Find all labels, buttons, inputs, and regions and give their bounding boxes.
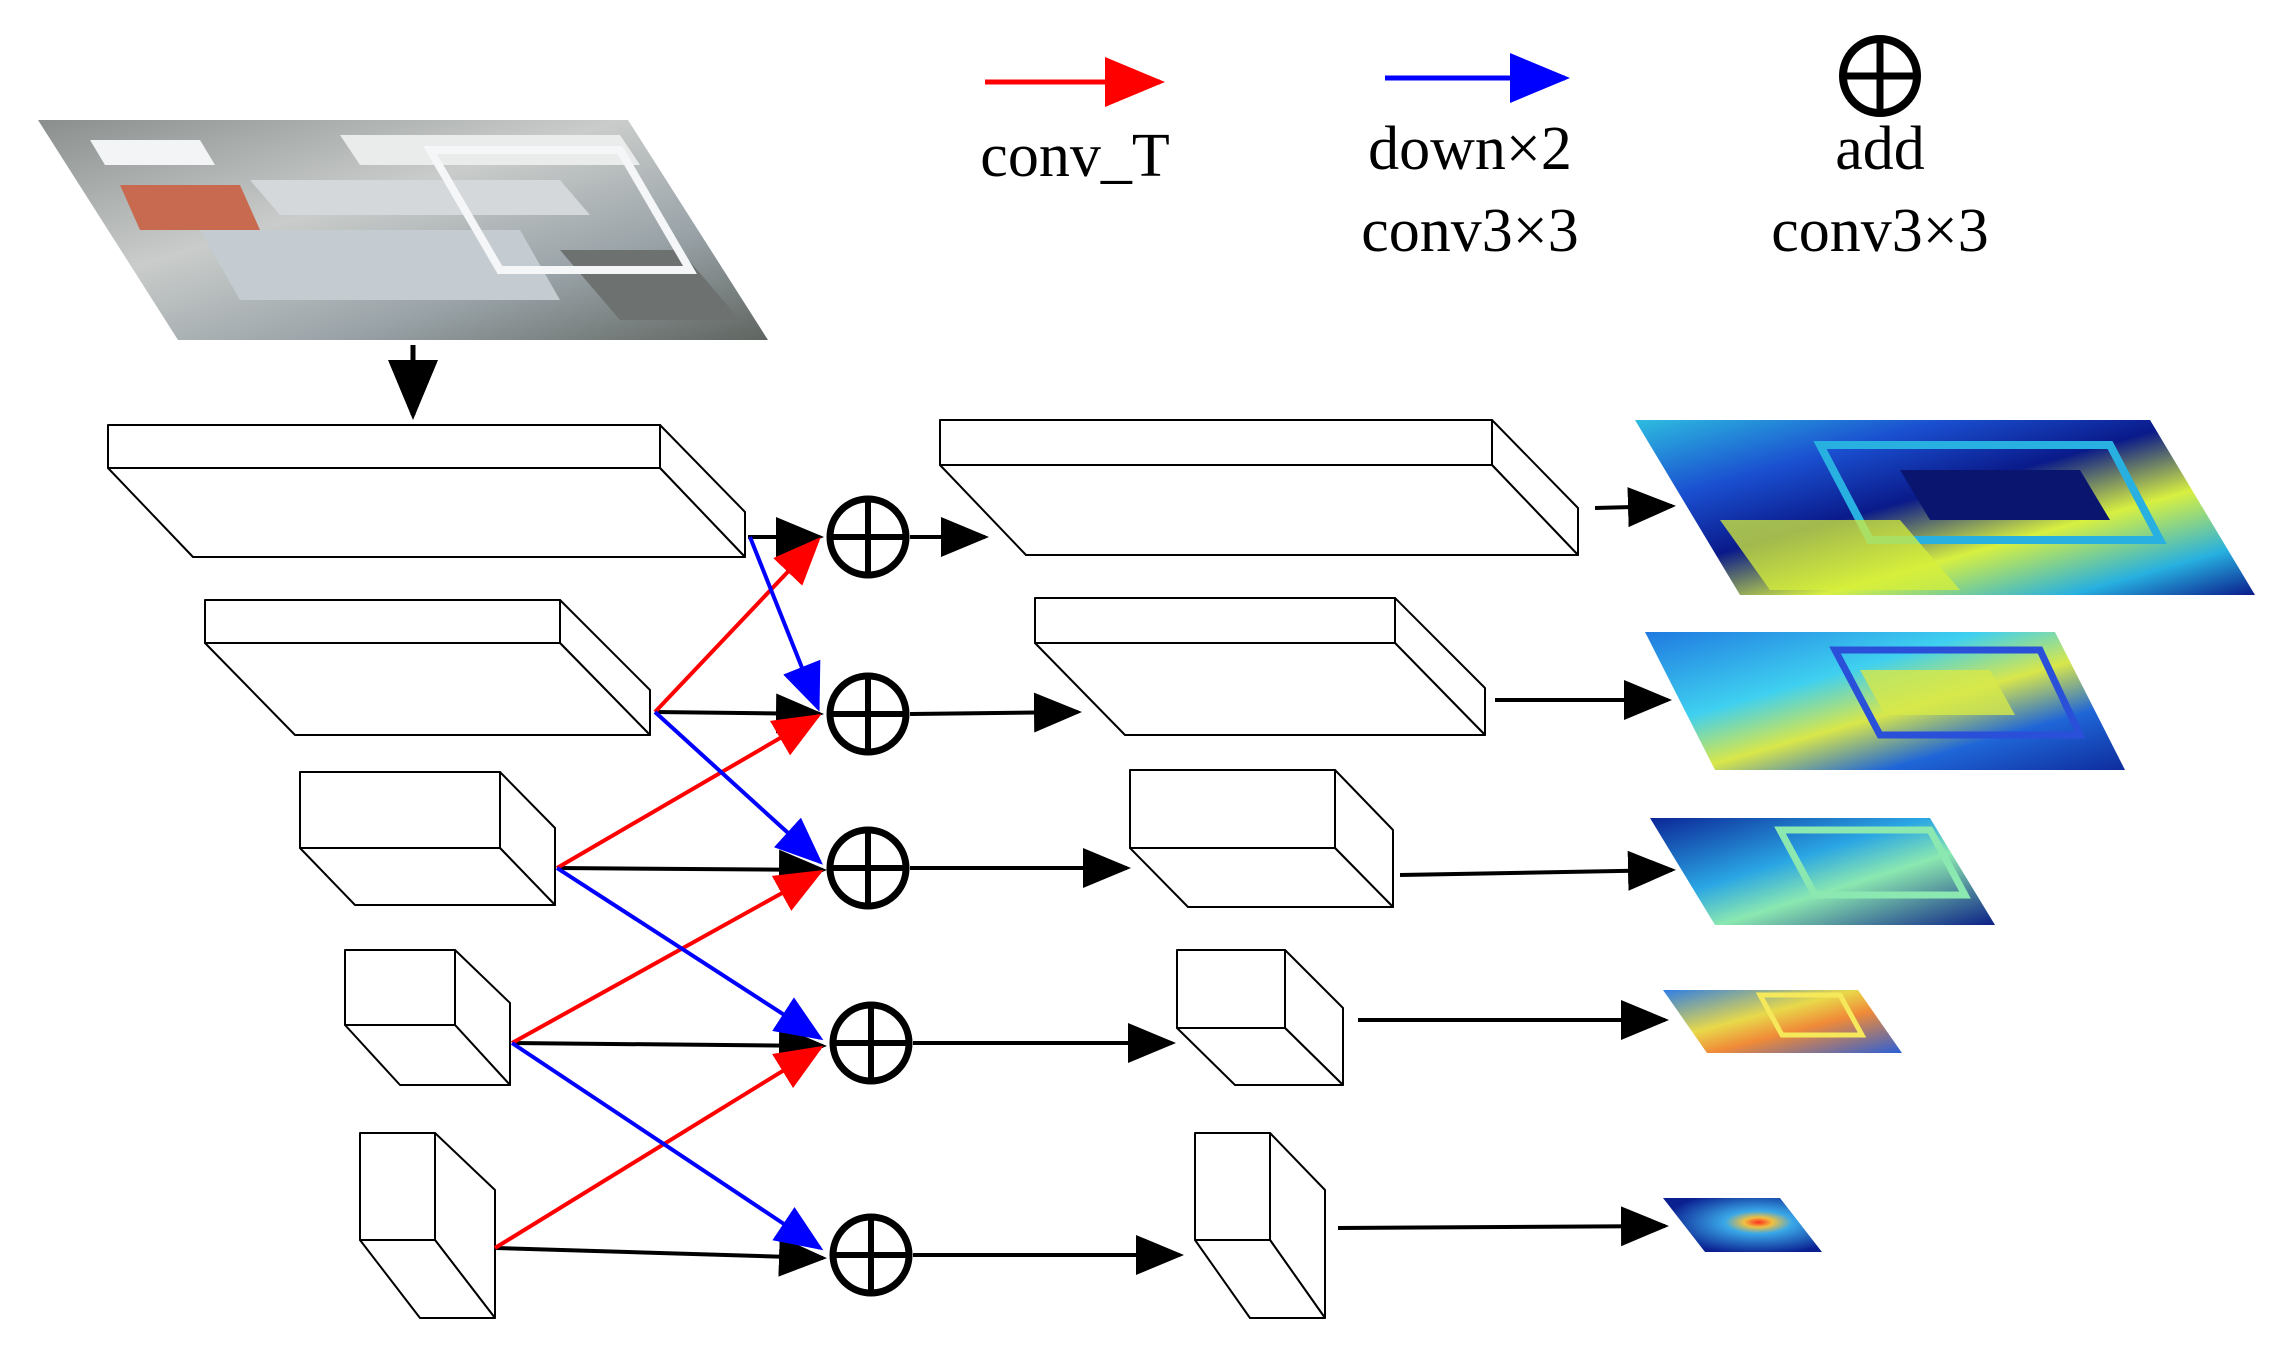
encoder-block-3 [299, 771, 556, 906]
legend-down-label-line1: down×2 [1368, 115, 1572, 183]
add-operator-2 [826, 672, 910, 756]
decoder-block-4 [1176, 949, 1344, 1086]
decoder-block-5 [1194, 1132, 1326, 1319]
output-heatmap-1 [1635, 420, 2255, 595]
decoder-block-1 [939, 419, 1579, 556]
downsample-arrow-4-5 [510, 1041, 824, 1251]
downsample-arrow-2-3 [653, 710, 823, 865]
decoder-block-2 [1034, 597, 1486, 736]
lateral-arrow-4 [511, 1025, 827, 1066]
add-operator-3 [826, 826, 910, 910]
legend-add-label-line2: conv3×3 [1771, 197, 1989, 265]
add-operator-4 [829, 1001, 913, 1085]
add-out-arrow-2 [909, 692, 1082, 733]
lateral-arrow-2 [654, 693, 824, 734]
output-heatmap-2 [1645, 632, 2125, 770]
encoder-block-1 [107, 424, 746, 558]
output-arrow-3 [1399, 850, 1676, 891]
output-arrow-1 [1594, 487, 1676, 528]
decoder-block-3 [1129, 769, 1394, 908]
input-aerial-image [38, 120, 768, 340]
output-heatmap-3 [1650, 818, 1995, 925]
legend-conv-t-label: conv_T [980, 122, 1170, 190]
add-operator-1 [826, 495, 910, 579]
legend-add-label-line1: add [1835, 115, 1925, 183]
lateral-arrow-3 [556, 849, 827, 890]
downsample-arrow-3-4 [555, 866, 824, 1041]
legend-down-label-line2: conv3×3 [1361, 197, 1579, 265]
output-heatmap-5 [1663, 1198, 1822, 1252]
encoder-block-5 [359, 1132, 496, 1319]
lateral-arrow-5 [494, 1236, 827, 1277]
upsample-arrow-2-1 [653, 537, 821, 714]
output-arrow-5 [1337, 1206, 1669, 1247]
legend-oplus-icon [1839, 35, 1921, 117]
downsample-arrow-1-2 [748, 536, 821, 712]
upsample-arrow-5-4 [493, 1045, 824, 1250]
output-heatmap-4 [1663, 990, 1902, 1053]
encoder-block-2 [204, 599, 651, 736]
upsample-arrow-4-3 [511, 870, 824, 1045]
add-operator-5 [829, 1213, 913, 1297]
encoder-block-4 [344, 949, 511, 1086]
upsample-arrow-3-2 [555, 713, 822, 870]
